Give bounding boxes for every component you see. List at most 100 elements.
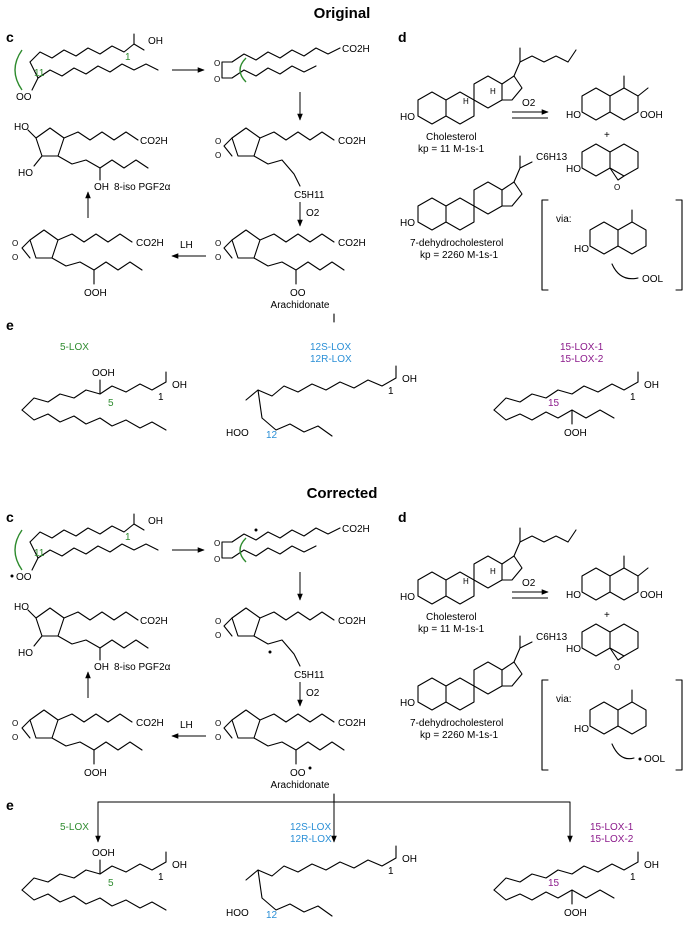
via-ool-corrected: OOL bbox=[644, 754, 666, 765]
hydroperoxide-o-bottom-corrected: O bbox=[12, 733, 18, 742]
product-epoxide: HO O bbox=[566, 143, 639, 192]
15-ooh-corrected: OOH bbox=[564, 908, 587, 919]
co2h-label-6-corrected: CO2H bbox=[140, 616, 168, 627]
carbon-5: 5 bbox=[108, 398, 114, 409]
molecule-bicyclic-endoperoxide-corrected: O O CO2H C5H11 bbox=[215, 607, 366, 681]
isoprostane-name-corrected: 8-iso PGF2α bbox=[114, 662, 171, 673]
steroid-cholesterol-corrected: HO H H Cholesterol kp = 11 M-1s-1 bbox=[400, 527, 577, 635]
c5h11-label-corrected: C5H11 bbox=[294, 670, 325, 681]
peroxyl-o-top-corrected: O bbox=[215, 719, 221, 728]
co2h-label-3-corrected: CO2H bbox=[338, 616, 366, 627]
isoprostane-oh-bottom-corrected: HO bbox=[18, 648, 33, 659]
isoprostane-oh-top: HO bbox=[14, 122, 29, 133]
12-hoo-corrected: HOO bbox=[226, 908, 249, 919]
hydroperoxide-o-bottom: O bbox=[12, 253, 18, 262]
product-5-hpete: OOH 5 1 OH bbox=[21, 368, 187, 431]
lox5-label: 5-LOX bbox=[60, 342, 89, 353]
isoprostane-name: 8-iso PGF2α bbox=[114, 182, 171, 193]
panel-c-original: c 11 1 OH OO O O CO2H bbox=[6, 29, 370, 299]
co2h-label-6: CO2H bbox=[140, 136, 168, 147]
cholesterol-h-1-corrected: H bbox=[463, 577, 469, 586]
co2h-label-5-corrected: CO2H bbox=[136, 718, 164, 729]
plus-sign-corrected: + bbox=[604, 610, 610, 621]
dhc-kp: kp = 2260 M-1s-1 bbox=[420, 250, 499, 261]
molecule-isoprostane-corrected: HO HO CO2H OH 8-iso PGF2α bbox=[14, 602, 171, 673]
product-ho-1: HO bbox=[566, 110, 581, 121]
molecule-endoperoxide-peroxyl: O O CO2H OO bbox=[215, 229, 366, 299]
panel-e-corrected: Arachidonate e 5-LOX 12S-LOX 12R-LOX 15-… bbox=[6, 780, 659, 921]
bicyclic-o-top-corrected: O bbox=[215, 617, 221, 626]
acid-oh-15-corrected: OH bbox=[644, 860, 659, 871]
co2h-label-4-corrected: CO2H bbox=[338, 718, 366, 729]
lox15-2-label: 15-LOX-2 bbox=[560, 354, 604, 365]
co2h-label-5: CO2H bbox=[136, 238, 164, 249]
cholesterol-h-1: H bbox=[463, 97, 469, 106]
endoperoxide-o-bottom-corrected: O bbox=[214, 555, 220, 564]
via-label: via: bbox=[556, 214, 572, 225]
via-ho-corrected: HO bbox=[574, 724, 589, 735]
lox15-2-label-corrected: 15-LOX-2 bbox=[590, 834, 634, 845]
via-ool: OOL bbox=[642, 274, 664, 285]
carbon-15-corrected: 15 bbox=[548, 878, 560, 889]
product-5-hpete-corrected: OOH 5 1 OH bbox=[21, 848, 187, 911]
acid-oh-5-corrected: OH bbox=[172, 860, 187, 871]
o2-label-d-corrected: O2 bbox=[522, 578, 536, 589]
dhc-kp-corrected: kp = 2260 M-1s-1 bbox=[420, 730, 499, 741]
product-12-hpete: HOO 12 1 OH bbox=[226, 365, 417, 441]
5-ooh-corrected: OOH bbox=[92, 848, 115, 859]
steroid-7dhc: C6H13 HO 7-dehydrocholesterol kp = 2260 … bbox=[400, 152, 568, 261]
dhc-label: 7-dehydrocholesterol bbox=[410, 238, 503, 249]
bicyclic-o-top: O bbox=[215, 137, 221, 146]
molecule-endoperoxide-peroxyl-corrected: O O CO2H OO bbox=[215, 709, 366, 779]
product-ooh: OOH bbox=[640, 110, 663, 121]
isoprostane-oh-side: OH bbox=[94, 182, 109, 193]
product-ho-2: HO bbox=[566, 164, 581, 175]
product-epoxide-corrected: HO O bbox=[566, 623, 639, 672]
molecule-hydroperoxide: O O CO2H OOH bbox=[12, 229, 164, 299]
peroxyl-label-corrected: OO bbox=[16, 572, 32, 583]
15-ooh: OOH bbox=[564, 428, 587, 439]
ooh-label-5-corrected: OOH bbox=[84, 768, 107, 779]
cholesterol-kp: kp = 11 M-1s-1 bbox=[418, 144, 485, 155]
hydroperoxide-o-top-corrected: O bbox=[12, 719, 18, 728]
bicyclic-o-bottom: O bbox=[215, 151, 221, 160]
co2h-label-4: CO2H bbox=[338, 238, 366, 249]
carbon-1-12-corrected: 1 bbox=[388, 866, 394, 877]
carbon-1-label: 1 bbox=[125, 52, 131, 63]
carbon-12: 12 bbox=[266, 430, 278, 441]
lox15-1-label: 15-LOX-1 bbox=[560, 342, 604, 353]
dhc-label-corrected: 7-dehydrocholesterol bbox=[410, 718, 503, 729]
via-intermediate-corrected: via: HO OOL bbox=[541, 679, 683, 771]
product-15-hpete-corrected: 15 OOH 1 OH bbox=[493, 851, 659, 919]
cholesterol-label-corrected: Cholesterol bbox=[426, 612, 477, 623]
heading-original: Original bbox=[314, 5, 371, 22]
acid-oh-12: OH bbox=[402, 374, 417, 385]
carbon-1-label-corrected: 1 bbox=[125, 532, 131, 543]
molecule-endoperoxide-radical: O O CO2H bbox=[214, 44, 370, 84]
lh-label-corrected: LH bbox=[180, 720, 193, 731]
cholesterol-label: Cholesterol bbox=[426, 132, 477, 143]
panel-e-original: Arachidonate e 5-LOX 12S-LOX 12R-LOX 15-… bbox=[6, 300, 659, 441]
acid-oh-15: OH bbox=[644, 380, 659, 391]
arachidonate-label: Arachidonate bbox=[271, 300, 330, 311]
isoprostane-oh-bottom: HO bbox=[18, 168, 33, 179]
o2-label-d: O2 bbox=[522, 98, 536, 109]
carbon-1-15-corrected: 1 bbox=[630, 872, 636, 883]
product-hydroperoxide: HO OOH bbox=[566, 75, 663, 121]
panel-label-d: d bbox=[398, 29, 407, 45]
product-ooh-corrected: OOH bbox=[640, 590, 663, 601]
cholesterol-ho-corrected: HO bbox=[400, 592, 415, 603]
via-label-corrected: via: bbox=[556, 694, 572, 705]
via-ho: HO bbox=[574, 244, 589, 255]
panel-label-d-corrected: d bbox=[398, 509, 407, 525]
carbon-12-corrected: 12 bbox=[266, 910, 278, 921]
product-15-hpete: 15 OOH 1 OH bbox=[493, 371, 659, 439]
endoperoxide-o-top: O bbox=[214, 59, 220, 68]
molecule-peroxyl-radical-corrected: 11 1 OH OO bbox=[10, 513, 163, 583]
peroxyl-label-4: OO bbox=[290, 288, 306, 299]
cholesterol-kp-corrected: kp = 11 M-1s-1 bbox=[418, 624, 485, 635]
arachidonate-label-corrected: Arachidonate bbox=[271, 780, 330, 791]
panel-d-corrected: d HO H H Cholesterol kp = 11 M-1s-1 O2 H… bbox=[398, 509, 683, 771]
carbon-1-5-corrected: 1 bbox=[158, 872, 164, 883]
